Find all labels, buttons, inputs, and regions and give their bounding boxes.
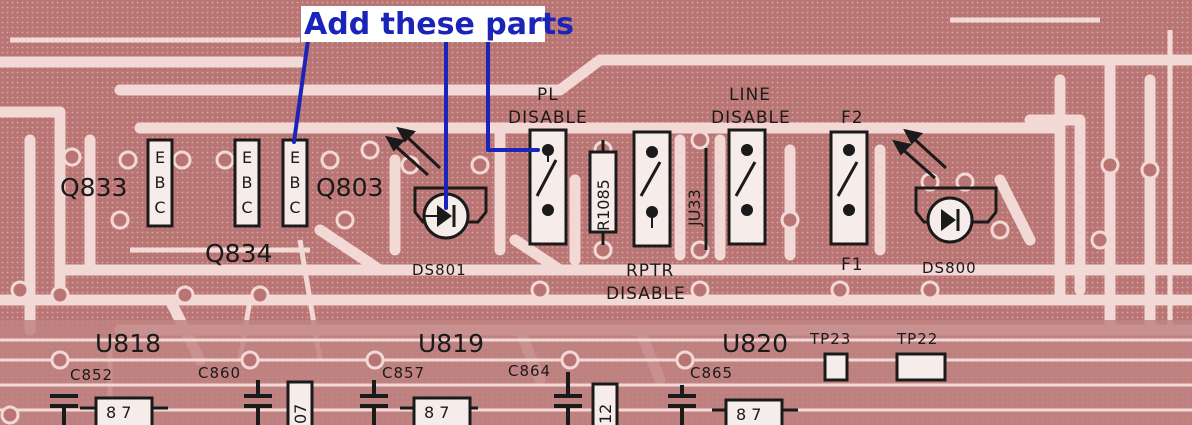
- testpoint-tp22: [895, 352, 947, 382]
- q803-pin-c: C: [289, 198, 300, 217]
- q833-label: Q833: [60, 173, 127, 202]
- led-ds800: [914, 186, 998, 244]
- q833-pin-c: C: [154, 198, 165, 217]
- q803-pin-b: B: [290, 173, 301, 192]
- transistor-q803: E B C: [281, 138, 309, 228]
- c864-label: C864: [508, 362, 551, 380]
- jumper-line-disable: [727, 128, 767, 246]
- u818-label: U818: [95, 329, 161, 358]
- q834-pin-c: C: [241, 198, 252, 217]
- u820-label: U820: [722, 329, 788, 358]
- testpoint-tp23: [823, 352, 849, 382]
- u818-pins: 8 7: [106, 403, 131, 422]
- rptr-disable-label-line1: RPTR: [626, 261, 674, 281]
- rptr-disable-label-line2: DISABLE: [606, 284, 686, 304]
- r1085-label: R1085: [594, 179, 613, 231]
- ds800-label: DS800: [922, 259, 977, 277]
- q833-pin-b: B: [155, 173, 166, 192]
- c857-label: C857: [382, 364, 425, 382]
- transistor-q833: E B C: [146, 138, 174, 228]
- ic-package-u818: 8 7: [80, 396, 168, 425]
- ic-package-u819: 8 7: [400, 396, 478, 425]
- pl-disable-label-line1: PL: [537, 85, 559, 105]
- u820-pins: 8 7: [736, 405, 761, 424]
- f1-label: F1: [841, 255, 864, 275]
- c865-label: C865: [690, 364, 733, 382]
- jumper-ju33: JU33: [685, 148, 708, 250]
- ic-package-u820: 8 7: [712, 398, 798, 425]
- q834-pin-b: B: [242, 173, 253, 192]
- q833-pin-e: E: [155, 148, 165, 167]
- transistor-q834: E B C: [233, 138, 261, 228]
- c860-part-number: 07: [291, 404, 310, 424]
- c864-part-number: 12: [596, 404, 615, 424]
- callout-text: Add these parts: [304, 7, 574, 42]
- c852-label: C852: [70, 366, 113, 384]
- light-emission-arrows-ds801: [385, 126, 442, 177]
- tp22-label: TP22: [896, 330, 938, 348]
- resistor-r1085: R1085: [588, 140, 618, 245]
- board-lower-grid: [0, 338, 1192, 412]
- q834-label: Q834: [205, 239, 272, 268]
- u819-pins: 8 7: [424, 403, 449, 422]
- line-disable-label-line1: LINE: [729, 85, 771, 105]
- vertical-part-c864: 12: [591, 382, 619, 425]
- capacitor-symbols: [50, 372, 696, 425]
- callout-pointer-lines: [292, 38, 540, 210]
- light-emission-arrows-ds800: [892, 128, 948, 180]
- vertical-part-c860: 07: [286, 380, 314, 425]
- callout-background: [301, 6, 545, 42]
- jumper-f2-f1: [829, 130, 869, 246]
- pl-disable-label-line2: DISABLE: [508, 108, 588, 128]
- jumper-pl-disable: [528, 128, 568, 246]
- f2-label: F2: [841, 108, 864, 128]
- q803-pin-e: E: [290, 148, 300, 167]
- u819-label: U819: [418, 329, 484, 358]
- c860-label: C860: [198, 364, 241, 382]
- ds801-label: DS801: [412, 261, 467, 279]
- ju33-label: JU33: [685, 189, 704, 227]
- tp23-label: TP23: [809, 330, 851, 348]
- jumper-rptr-disable: [632, 130, 672, 248]
- q834-pin-e: E: [242, 148, 252, 167]
- q803-label: Q803: [316, 173, 383, 202]
- line-disable-label-line2: DISABLE: [711, 108, 791, 128]
